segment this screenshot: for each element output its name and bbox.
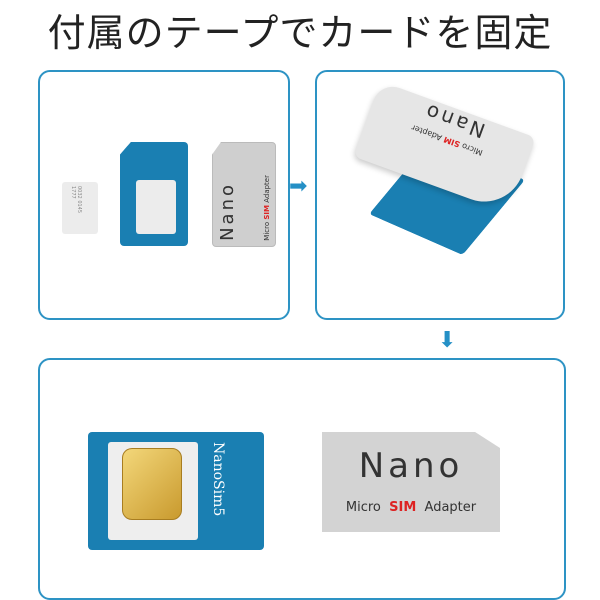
adapter-brand: Nano <box>217 182 238 241</box>
micro-text: Micro <box>345 500 381 515</box>
nanosim-card-with-chip: NanoSim5 <box>88 432 264 550</box>
adapter-subtitle: Micro SIM Adapter <box>263 175 271 241</box>
adapter-label-vertical: Nano Micro SIM Adapter <box>217 149 271 241</box>
adapter-brand: Nano <box>358 446 464 486</box>
micro-text: Micro <box>460 141 484 158</box>
sim-text: SIM <box>263 205 271 220</box>
nano-sim-in-adapter <box>136 180 176 234</box>
step-2-panel: Micro SIM Adapter Nano <box>315 70 565 320</box>
step-3-panel: NanoSim5 Nano Micro SIM Adapter <box>38 358 566 600</box>
arrow-down-icon: ⬇ <box>438 328 457 353</box>
adapter-text: Adapter <box>263 175 271 204</box>
nano-sim-card: 0032 0145 1777 <box>62 182 98 234</box>
sim-digits: 0032 0145 1777 <box>70 186 82 214</box>
adapter-text: Adapter <box>424 500 477 515</box>
sim-chip <box>122 448 182 520</box>
micro-sim-adapter-blue <box>120 142 188 246</box>
arrow-right-icon: ➡ <box>289 174 308 199</box>
card-label: NanoSim5 <box>210 442 226 517</box>
adapter-subtitle: Micro SIM Adapter <box>322 500 500 515</box>
sim-text: SIM <box>442 134 462 149</box>
step-1-panel: 0032 0145 1777 Nano Micro SIM Adapter <box>38 70 290 320</box>
nano-adapter-large: Nano Micro SIM Adapter <box>322 432 500 532</box>
nano-adapter-gray: Nano Micro SIM Adapter <box>212 142 276 247</box>
micro-text: Micro <box>263 222 271 241</box>
page-title: 付属のテープでカードを固定 <box>47 11 553 55</box>
sim-text: SIM <box>389 500 417 515</box>
sticker-text-upside-down: Micro SIM Adapter Nano <box>365 81 536 182</box>
